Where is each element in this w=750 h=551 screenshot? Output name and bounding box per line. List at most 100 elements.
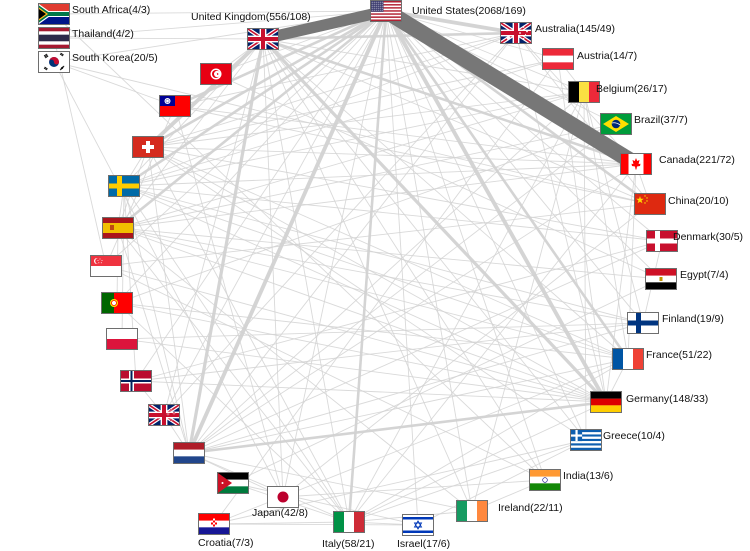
thailand-flag-icon xyxy=(38,27,70,49)
taiwan-flag-icon xyxy=(159,95,191,117)
edge-greece-croatia xyxy=(213,439,587,525)
singapore-flag-icon xyxy=(90,255,122,277)
edge-united-states-switzerland xyxy=(147,9,387,149)
edge-united-kingdom-france xyxy=(262,38,629,360)
finland-flag-icon xyxy=(627,312,659,334)
sweden-flag-icon xyxy=(108,175,140,197)
edge-finland-norway xyxy=(135,322,644,382)
edge-germany-italy xyxy=(348,401,607,523)
edge-united-kingdom-switzerland xyxy=(146,37,265,149)
edge-austria-croatia xyxy=(213,58,559,525)
germany-flag-icon xyxy=(590,391,622,413)
israel-flag-icon xyxy=(402,514,434,536)
edge-united-states-south-africa xyxy=(53,10,387,15)
australia-flag-icon xyxy=(500,22,532,44)
edge-netherlands-ireland xyxy=(188,452,473,512)
edge-canada-germany xyxy=(605,163,637,403)
edge-united-kingdom-germany xyxy=(261,37,608,404)
edge-thailand-singapore xyxy=(53,37,107,267)
edge-united-kingdom-australia xyxy=(262,31,517,41)
node-label: France(51/22) xyxy=(646,349,712,361)
edge-israel-greece xyxy=(417,439,587,526)
node-label: Austria(14/7) xyxy=(577,50,638,62)
node-label: Germany(148/33) xyxy=(626,393,709,405)
france-flag-icon xyxy=(612,348,644,370)
node-label: India(13/6) xyxy=(563,470,614,482)
node-label: Italy(58/21) xyxy=(322,538,375,550)
denmark-flag-icon xyxy=(646,230,678,252)
jordan-flag-icon xyxy=(217,472,249,494)
edge-germany-spain xyxy=(117,227,607,403)
edge-united-states-thailand xyxy=(53,10,387,39)
node-label: Denmark(30/5) xyxy=(673,231,744,243)
edge-canada-taiwan xyxy=(174,105,637,165)
edge-australia-new-zealand xyxy=(163,32,517,416)
edge-canada-italy xyxy=(348,163,637,523)
greece-flag-icon xyxy=(570,429,602,451)
edge-france-sweden xyxy=(123,185,629,360)
edge-australia-taiwan xyxy=(174,32,517,107)
edge-united-states-portugal xyxy=(116,10,387,304)
edge-china-singapore xyxy=(105,203,651,267)
edge-united-states-ireland xyxy=(385,10,473,512)
edge-united-states-greece xyxy=(385,10,587,441)
node-label: United Kingdom(556/108) xyxy=(191,11,311,23)
edge-united-states-canada xyxy=(381,4,641,171)
edge-china-taiwan xyxy=(174,105,651,205)
node-label: Brazil(37/7) xyxy=(634,114,688,126)
china-flag-icon xyxy=(634,193,666,215)
edge-italy-greece xyxy=(348,439,587,523)
edge-united-kingdom-sweden xyxy=(123,38,264,187)
edge-germany-switzerland xyxy=(147,146,607,403)
edge-egypt-jordan xyxy=(232,278,662,484)
edge-switzerland-denmark xyxy=(147,146,663,242)
edge-switzerland-italy xyxy=(147,146,350,523)
edge-japan-south-korea xyxy=(53,61,284,498)
ireland-flag-icon xyxy=(456,500,488,522)
united-kingdom-flag-icon xyxy=(247,28,279,50)
edge-united-states-netherlands xyxy=(187,10,388,454)
edge-germany-netherlands xyxy=(188,400,607,455)
edge-united-states-sweden xyxy=(123,9,387,188)
edge-france-italy xyxy=(348,358,629,523)
edge-united-states-japan xyxy=(282,10,387,498)
new-zealand-flag-icon xyxy=(148,404,180,426)
edge-canada-netherlands xyxy=(188,163,637,454)
south-korea-flag-icon xyxy=(38,51,70,73)
node-label: Belgium(26/17) xyxy=(596,83,668,95)
edge-taiwan-japan xyxy=(174,105,284,498)
edge-united-kingdom-canada xyxy=(262,37,637,166)
edge-germany-singapore xyxy=(105,265,607,403)
south-africa-flag-icon xyxy=(38,3,70,25)
tunisia-flag-icon xyxy=(200,63,232,85)
spain-flag-icon xyxy=(102,217,134,239)
node-label: Canada(221/72) xyxy=(659,154,735,166)
edge-belgium-greece xyxy=(583,91,587,441)
edge-united-states-united-kingdom xyxy=(261,5,388,45)
edge-united-states-finland xyxy=(385,10,644,324)
edge-israel-croatia xyxy=(213,523,419,526)
edge-netherlands-belgium xyxy=(188,91,585,454)
edge-australia-china xyxy=(515,32,651,205)
edge-united-kingdom-spain xyxy=(117,38,264,229)
edge-germany-austria xyxy=(557,58,607,403)
edge-taiwan-south-korea xyxy=(53,61,176,107)
node-label: Greece(10/4) xyxy=(603,430,665,442)
edge-china-japan xyxy=(282,203,651,498)
edge-germany-poland xyxy=(121,338,607,403)
edge-italy-belgium xyxy=(348,91,585,523)
united-states-flag-icon xyxy=(370,0,402,22)
edge-united-kingdom-italy xyxy=(262,38,350,523)
japan-flag-icon xyxy=(267,486,299,508)
node-label: Egypt(7/4) xyxy=(680,269,729,281)
india-flag-icon xyxy=(529,469,561,491)
edge-united-states-spain xyxy=(117,9,387,230)
switzerland-flag-icon xyxy=(132,136,164,158)
edge-united-states-norway xyxy=(135,10,387,382)
edge-spain-brazil xyxy=(117,123,617,229)
edge-sweden-denmark xyxy=(123,185,663,242)
edge-united-kingdom-netherlands xyxy=(187,38,265,454)
edge-spain-ireland xyxy=(117,227,473,512)
